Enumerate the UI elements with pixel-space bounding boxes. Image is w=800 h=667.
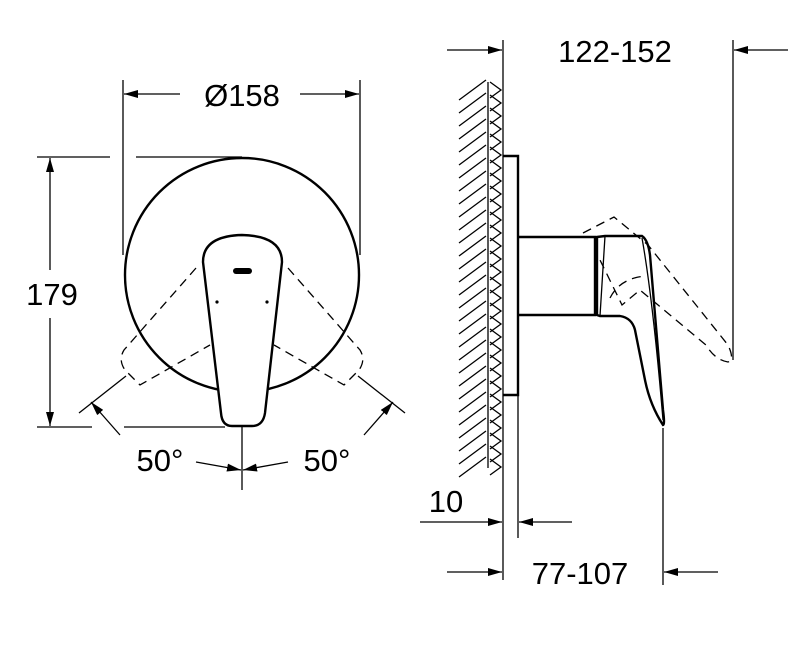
hatch-line xyxy=(458,274,487,296)
hatch-chevron xyxy=(489,458,503,476)
hatch-chevron xyxy=(489,263,503,281)
angle-left-label: 50° xyxy=(137,443,184,478)
hatch-line xyxy=(458,313,487,335)
angle-arrow xyxy=(242,461,289,472)
hatch-line xyxy=(458,196,487,218)
hatch-line xyxy=(458,456,487,478)
hatch-line xyxy=(458,235,487,257)
screw-dot xyxy=(215,300,219,304)
hatch-line xyxy=(458,79,487,101)
hatch-chevron xyxy=(489,380,503,398)
stem-profile xyxy=(518,235,597,317)
angle-right-label: 50° xyxy=(304,443,351,478)
hatch-line xyxy=(458,365,487,387)
side-view: 122-152 10 77-107 xyxy=(420,34,788,591)
handle-outline xyxy=(201,233,284,428)
hatch-line xyxy=(458,261,487,283)
hatch-chevron xyxy=(489,198,503,216)
hatch-line xyxy=(458,417,487,439)
hatch-line xyxy=(458,404,487,426)
hatch-line xyxy=(458,183,487,205)
hatch-line xyxy=(458,443,487,465)
hatch-chevron xyxy=(489,419,503,437)
handle-rotated-right xyxy=(273,267,364,386)
hatch-chevron xyxy=(489,81,503,99)
hatch-chevron xyxy=(489,276,503,294)
hatch-line xyxy=(458,105,487,127)
hatch-chevron xyxy=(489,107,503,125)
projection-label: 122-152 xyxy=(558,34,672,69)
hatch-chevron xyxy=(489,250,503,268)
hatch-line xyxy=(458,391,487,413)
hatch-chevron xyxy=(489,445,503,463)
hatch-chevron xyxy=(489,328,503,346)
hatch-chevron xyxy=(489,133,503,151)
hatch-line xyxy=(458,118,487,140)
rotation-arc xyxy=(609,275,647,299)
hatch-chevron xyxy=(489,224,503,242)
handle-rotated-up xyxy=(582,216,733,363)
hatch-line xyxy=(458,326,487,348)
hatch-chevron xyxy=(489,302,503,320)
hatch-chevron xyxy=(489,94,503,112)
hatch-chevron xyxy=(489,146,503,164)
hatch-line xyxy=(458,430,487,452)
handle-profile xyxy=(595,234,666,427)
hatch-chevron xyxy=(489,406,503,424)
hatch-chevron xyxy=(489,289,503,307)
height-label: 179 xyxy=(26,277,78,312)
hatch-chevron xyxy=(489,120,503,138)
hatch-line xyxy=(458,170,487,192)
hatch-line xyxy=(458,339,487,361)
hatch-line xyxy=(458,378,487,400)
hatch-chevron xyxy=(489,315,503,333)
wall-hatching xyxy=(458,79,503,478)
angle-extension xyxy=(78,375,127,414)
angle-arrow xyxy=(90,401,121,436)
hatch-line xyxy=(458,352,487,374)
hatch-chevron xyxy=(489,393,503,411)
hatch-chevron xyxy=(489,367,503,385)
hatch-line xyxy=(458,209,487,231)
hatch-chevron xyxy=(489,185,503,203)
hatch-chevron xyxy=(489,211,503,229)
hatch-line xyxy=(458,131,487,153)
indicator-slot xyxy=(233,268,252,274)
hatch-chevron xyxy=(489,341,503,359)
hatch-line xyxy=(458,248,487,270)
rosette-profile xyxy=(503,154,520,397)
front-view: Ø158 179 50° 50° xyxy=(26,78,406,490)
hatch-chevron xyxy=(489,432,503,450)
handle-rotated-left xyxy=(120,267,211,386)
hatch-line xyxy=(458,300,487,322)
plate-thickness-label: 10 xyxy=(429,484,463,519)
depth-label: 77-107 xyxy=(532,556,629,591)
hatch-line xyxy=(458,157,487,179)
handle-collar xyxy=(599,235,606,317)
screw-dot xyxy=(265,300,269,304)
hatch-chevron xyxy=(489,172,503,190)
hatch-line xyxy=(458,287,487,309)
hatch-chevron xyxy=(489,159,503,177)
hatch-line xyxy=(458,222,487,244)
hatch-line xyxy=(458,92,487,114)
angle-arrow xyxy=(363,401,394,436)
angle-extension xyxy=(357,375,406,414)
hatch-chevron xyxy=(489,237,503,255)
handle-edge xyxy=(641,237,664,421)
diameter-label: Ø158 xyxy=(204,78,280,113)
hatch-line xyxy=(458,144,487,166)
angle-arrow xyxy=(195,461,242,472)
hatch-chevron xyxy=(489,354,503,372)
